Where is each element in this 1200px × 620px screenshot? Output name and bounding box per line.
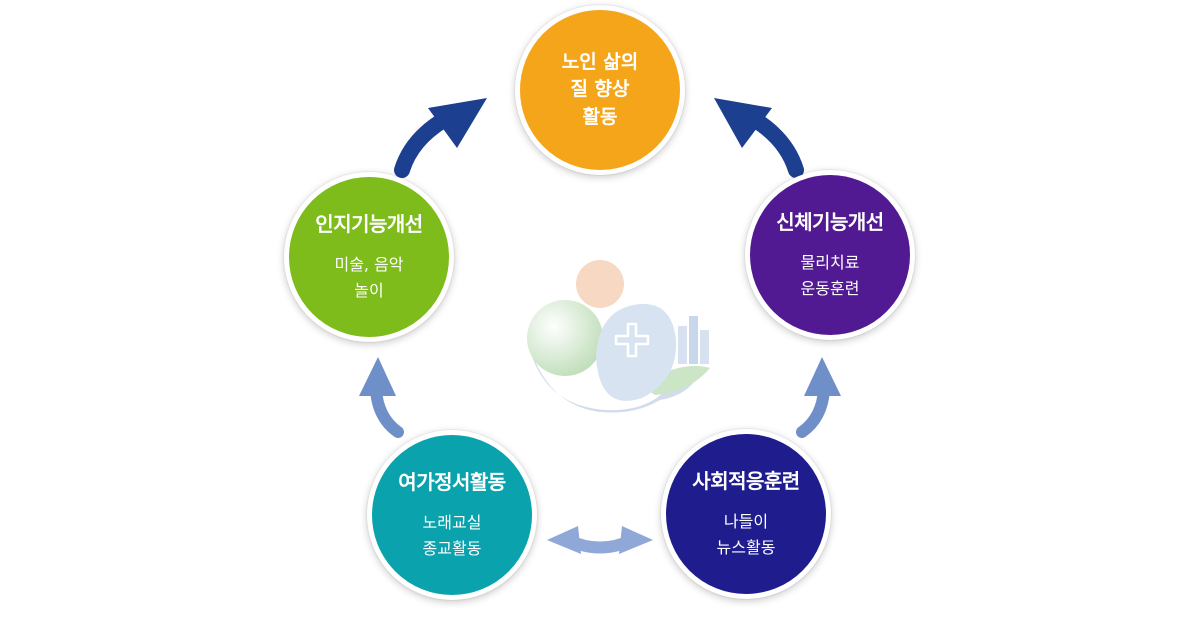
arrow-social-to-physical (796, 357, 841, 438)
logo-head-shape (576, 260, 624, 308)
node-leisure: 여가정서활동 노래교실 종교활동 (367, 430, 537, 600)
node-social-title: 사회적응훈련 (692, 469, 800, 494)
node-leisure-sub-2: 종교활동 (422, 539, 482, 558)
arrow-leisure-social-bidirectional (547, 526, 653, 554)
node-physical-sub-1: 물리치료 (800, 253, 860, 273)
center-node: 노인 삶의 질 향상 활동 (515, 5, 685, 175)
node-cognitive-sub-2: 놀이 (354, 281, 384, 300)
center-title-line-2: 질 향상 (570, 78, 630, 101)
node-leisure-sub-1: 노래교실 (422, 513, 482, 533)
node-physical-sub-2: 운동훈련 (800, 279, 860, 298)
node-cognitive-sub: 미술, 음악 놀이 (334, 252, 403, 303)
arrow-leisure-to-cognitive (359, 357, 404, 438)
arrow-physical-to-center (714, 98, 804, 178)
center-title-line-1: 노인 삶의 (561, 50, 639, 73)
node-physical: 신체기능개선 물리치료 운동훈련 (745, 170, 915, 340)
center-title-line-3: 활동 (582, 105, 618, 128)
node-cognitive: 인지기능개선 미술, 음악 놀이 (284, 172, 454, 342)
node-social-sub-2: 뉴스활동 (716, 538, 776, 557)
logo-green-orb (527, 300, 603, 376)
node-social: 사회적응훈련 나들이 뉴스활동 (661, 429, 831, 599)
arrow-cognitive-to-center (394, 98, 487, 178)
node-physical-title: 신체기능개선 (776, 210, 884, 235)
node-leisure-sub: 노래교실 종교활동 (423, 510, 482, 561)
node-physical-sub: 물리치료 운동훈련 (801, 250, 860, 301)
node-leisure-title: 여가정서활동 (398, 470, 506, 495)
logo-building (678, 326, 687, 364)
node-social-sub: 나들이 뉴스활동 (717, 509, 776, 560)
logo-cross-icon (614, 322, 650, 358)
center-title: 노인 삶의 질 향상 활동 (562, 49, 639, 132)
center-logo (527, 260, 710, 413)
node-cognitive-title: 인지기능개선 (315, 212, 423, 237)
node-cognitive-sub-1: 미술, 음악 (334, 255, 404, 275)
node-social-sub-1: 나들이 (723, 512, 769, 532)
